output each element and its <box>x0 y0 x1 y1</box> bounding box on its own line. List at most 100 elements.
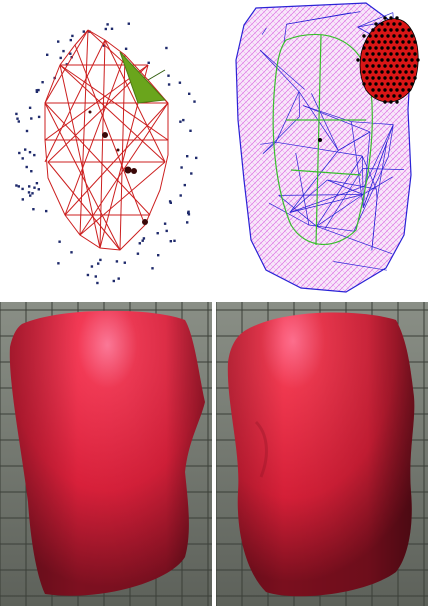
cluster-node <box>368 70 371 73</box>
cluster-node <box>386 22 389 25</box>
point <box>83 30 85 32</box>
cluster-node <box>380 70 383 73</box>
point <box>186 221 188 223</box>
cluster-node <box>398 82 401 85</box>
point <box>142 240 144 242</box>
point <box>167 75 169 77</box>
point <box>26 166 28 168</box>
point <box>57 262 59 264</box>
point <box>26 130 28 132</box>
point <box>29 107 31 109</box>
cluster-node <box>374 46 377 49</box>
point <box>18 152 20 154</box>
cluster-node <box>377 52 380 55</box>
cluster-node <box>395 64 398 67</box>
cluster-node <box>398 34 401 37</box>
cluster-node <box>377 28 380 31</box>
point <box>22 157 24 159</box>
point <box>170 240 172 242</box>
cluster-node <box>395 52 398 55</box>
cluster-node <box>386 94 389 97</box>
cluster-node <box>365 76 368 79</box>
cluster-node <box>392 22 395 25</box>
cluster-node <box>386 82 389 85</box>
wireframe-canvas <box>0 0 212 298</box>
red-object <box>10 311 205 596</box>
point <box>18 120 20 122</box>
cluster-node <box>392 34 395 37</box>
cluster-node <box>368 34 371 37</box>
cluster-node <box>410 46 413 49</box>
point <box>38 188 40 190</box>
red-object <box>228 312 415 596</box>
render-front-panel <box>0 302 212 606</box>
cluster-node <box>365 64 368 67</box>
point <box>128 23 130 25</box>
cluster-node <box>371 76 374 79</box>
cluster-node <box>395 100 398 103</box>
cluster-node <box>380 82 383 85</box>
cluster-node <box>368 46 371 49</box>
point <box>30 170 32 172</box>
cluster-node <box>377 88 380 91</box>
cluster-node <box>374 70 377 73</box>
cluster-node <box>392 82 395 85</box>
cluster-node <box>392 94 395 97</box>
point <box>91 265 93 267</box>
cluster-node <box>371 28 374 31</box>
point <box>170 202 172 204</box>
point <box>118 277 120 279</box>
point <box>15 113 17 115</box>
point <box>18 185 20 187</box>
cluster-node <box>374 58 377 61</box>
cluster-node <box>389 76 392 79</box>
point <box>41 81 43 83</box>
cluster-node <box>383 28 386 31</box>
point <box>190 172 192 174</box>
tetra-mesh-panel <box>216 0 428 298</box>
cluster-node <box>365 52 368 55</box>
point <box>157 232 159 234</box>
cluster-node <box>407 28 410 31</box>
cluster-node <box>404 46 407 49</box>
cluster-node <box>362 58 365 61</box>
point <box>180 194 182 196</box>
cluster-node <box>413 40 416 43</box>
cluster-node <box>383 88 386 91</box>
point <box>70 251 72 253</box>
cluster-node <box>383 64 386 67</box>
cluster-node <box>380 94 383 97</box>
cluster-node <box>395 16 398 19</box>
cluster-node <box>389 40 392 43</box>
point <box>180 166 182 168</box>
point <box>143 237 145 239</box>
cluster-node <box>413 52 416 55</box>
cluster-node <box>407 88 410 91</box>
cluster-node <box>389 88 392 91</box>
point <box>157 254 159 256</box>
point <box>186 155 188 157</box>
render-side-canvas <box>216 302 428 606</box>
cluster-node <box>407 76 410 79</box>
point <box>96 282 98 284</box>
point <box>16 118 18 120</box>
cluster-node <box>371 88 374 91</box>
cluster-node <box>413 64 416 67</box>
cluster-node <box>404 82 407 85</box>
wireframe-panel <box>0 0 212 298</box>
cluster-node <box>371 64 374 67</box>
point <box>33 154 35 156</box>
cluster-node <box>389 16 392 19</box>
cluster-node <box>362 70 365 73</box>
point <box>32 208 34 210</box>
point <box>179 121 181 123</box>
cluster-node <box>386 46 389 49</box>
cluster-node <box>389 100 392 103</box>
point <box>36 89 38 91</box>
point <box>31 192 33 194</box>
point <box>71 35 73 37</box>
cluster-node <box>398 58 401 61</box>
cluster-node <box>407 40 410 43</box>
cluster-node <box>404 58 407 61</box>
cluster-node <box>398 46 401 49</box>
